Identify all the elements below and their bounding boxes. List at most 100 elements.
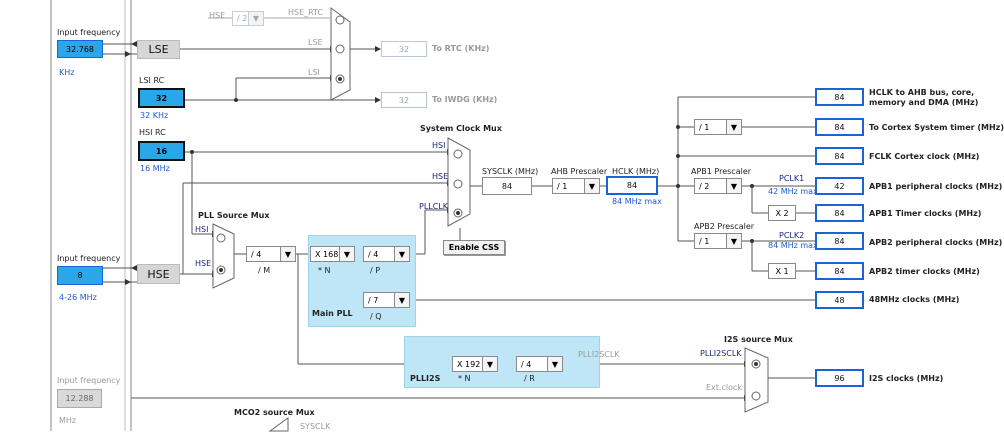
ahb-prescaler[interactable]: / 1▼ (552, 178, 600, 194)
i2s-mux-plli2sclk-label: PLLI2SCLK (700, 349, 742, 358)
pll-m-divider-value: / 4 (251, 249, 262, 259)
chevron-down-icon: ▼ (726, 234, 741, 248)
i2s-source-mux[interactable] (744, 347, 769, 413)
system-clock-mux-title: System Clock Mux (420, 124, 502, 133)
plli2s-n-multiplier[interactable]: X 192▼ (452, 356, 498, 372)
output-apb2-timer-label: APB2 timer clocks (MHz) (869, 267, 980, 276)
plli2s-r-label: / R (524, 374, 535, 383)
sysclk-mux-hsi-label: HSI (432, 141, 446, 150)
cortex-timer-divider-value: / 1 (699, 122, 710, 132)
output-apb1-peripheral-value[interactable]: 42 (815, 177, 864, 195)
apb1-prescaler-label: APB1 Prescaler (691, 167, 752, 176)
hse-input-frequency[interactable]: 8 (57, 266, 103, 285)
chevron-down-icon: ▼ (726, 120, 741, 134)
pclk1-max: 42 MHz max (768, 187, 818, 196)
chevron-down-icon: ▼ (547, 357, 562, 371)
apb2-timer-multiplier: X 1 (768, 263, 796, 279)
main-pll-title: Main PLL (312, 309, 353, 318)
output-cortex-timer-value[interactable]: 84 (815, 118, 864, 136)
lsi-rc-title: LSI RC (139, 76, 165, 85)
output-apb2-peripheral-value[interactable]: 84 (815, 232, 864, 250)
hse-input-title: Input frequency (57, 254, 121, 263)
output-i2s-value[interactable]: 96 (815, 369, 864, 387)
output-cortex-timer-label: To Cortex System timer (MHz) (869, 123, 1004, 132)
mco2-sysclk-label: SYSCLK (300, 422, 331, 431)
pll-m-label: / M (258, 266, 271, 275)
plli2s-panel (404, 336, 600, 388)
pll-m-divider[interactable]: / 4▼ (246, 246, 296, 262)
iwdg-output-value: 32 (381, 92, 427, 108)
hclk-value[interactable]: 84 (606, 176, 658, 195)
plli2sclk-line-label: PLLI2SCLK (578, 350, 620, 359)
output-apb1-peripheral-label: APB1 peripheral clocks (MHz) (869, 182, 1003, 191)
plli2s-r-divider[interactable]: / 4 ▼ (516, 356, 563, 372)
pll-p-divider[interactable]: / 4▼ (363, 246, 410, 262)
output-fclk-value[interactable]: 84 (815, 147, 864, 165)
apb2-prescaler-label: APB2 Prescaler (694, 222, 755, 231)
hse-oscillator: HSE (137, 264, 180, 284)
chevron-down-icon: ▼ (339, 247, 354, 261)
cortex-timer-divider[interactable]: / 1 ▼ (694, 119, 742, 135)
pll-q-divider-value: / 7 (368, 295, 379, 305)
pll-q-divider[interactable]: / 7 ▼ (363, 292, 410, 308)
hsi-rc-unit: 16 MHz (140, 164, 170, 173)
output-apb1-timer-label: APB1 Timer clocks (MHz) (869, 209, 982, 218)
pll-q-label: / Q (370, 312, 382, 321)
chevron-down-icon: ▼ (248, 12, 263, 25)
ahb-prescaler-label: AHB Prescaler (551, 167, 608, 176)
sysclk-value: 84 (482, 177, 532, 195)
plli2s-title: PLLI2S (410, 374, 441, 383)
pclk1-label: PCLK1 (779, 174, 805, 183)
iwdg-output-label: To IWDG (KHz) (432, 95, 498, 104)
enable-css-button[interactable]: Enable CSS (443, 240, 505, 255)
apb1-prescaler[interactable]: / 2▼ (694, 178, 742, 194)
output-apb2-peripheral-label: APB2 peripheral clocks (MHz) (869, 238, 1003, 247)
lse-input-frequency[interactable]: 32.768 (57, 40, 103, 58)
output-apb2-timer-value[interactable]: 84 (815, 262, 864, 280)
output-hclk-label: HCLK to AHB bus, core, (869, 88, 975, 97)
apb1-prescaler-value: / 2 (699, 181, 710, 191)
pll-n-multiplier[interactable]: X 168▼ (310, 246, 355, 262)
ext-input-title: Input frequency (57, 376, 121, 385)
hclk-label: HCLK (MHz) (612, 167, 660, 176)
rtc-mux[interactable] (330, 7, 351, 101)
pll-source-hsi-label: HSI (195, 225, 209, 234)
chevron-down-icon: ▼ (584, 179, 599, 193)
output-hclk-value[interactable]: 84 (815, 88, 864, 106)
lsi-rc-unit: 32 KHz (140, 111, 169, 120)
output-i2s-label: I2S clocks (MHz) (869, 374, 944, 383)
apb2-prescaler-value: / 1 (699, 236, 710, 246)
sysclk-mux-pllclk-label: PLLCLK (419, 202, 449, 211)
chevron-down-icon: ▼ (394, 293, 409, 307)
output-48mhz-label: 48MHz clocks (MHz) (869, 295, 960, 304)
ext-input-unit: MHz (59, 416, 77, 425)
apb2-prescaler[interactable]: / 1 ▼ (694, 233, 742, 249)
mco2-source-mux[interactable] (268, 417, 289, 432)
lse-input-title: Input frequency (57, 28, 121, 37)
hsi-rc-title: HSI RC (139, 128, 166, 137)
ext-input-frequency[interactable]: 12.288 (57, 389, 102, 408)
rtc-lse-label: LSE (308, 38, 323, 47)
rtc-hse-label: HSE (209, 11, 226, 20)
mco2-source-mux-title: MCO2 source Mux (234, 408, 315, 417)
rtc-output-value: 32 (381, 41, 427, 57)
pll-p-label: / P (370, 266, 381, 275)
plli2s-n-label: * N (458, 374, 471, 383)
output-apb1-timer-value[interactable]: 84 (815, 204, 864, 222)
hsi-rc-value: 16 (138, 141, 185, 161)
plli2s-r-value: / 4 (521, 359, 532, 369)
system-clock-mux[interactable] (447, 137, 471, 227)
rtc-output-label: To RTC (KHz) (432, 44, 490, 53)
rtc-hse-divider-value: / 2 (237, 14, 248, 23)
chevron-down-icon: ▼ (482, 357, 497, 371)
i2s-mux-ext-label: Ext.clock (706, 383, 743, 392)
chevron-down-icon: ▼ (394, 247, 409, 261)
pll-source-mux[interactable] (212, 223, 235, 289)
rtc-hse-divider[interactable]: / 2▼ (232, 11, 264, 26)
pclk2-max: 84 MHz max (768, 241, 818, 250)
rtc-lsi-label: LSI (308, 68, 320, 77)
lse-input-unit: KHz (59, 68, 75, 77)
output-48mhz-value[interactable]: 48 (815, 291, 864, 309)
pll-source-hse-label: HSE (195, 259, 212, 268)
